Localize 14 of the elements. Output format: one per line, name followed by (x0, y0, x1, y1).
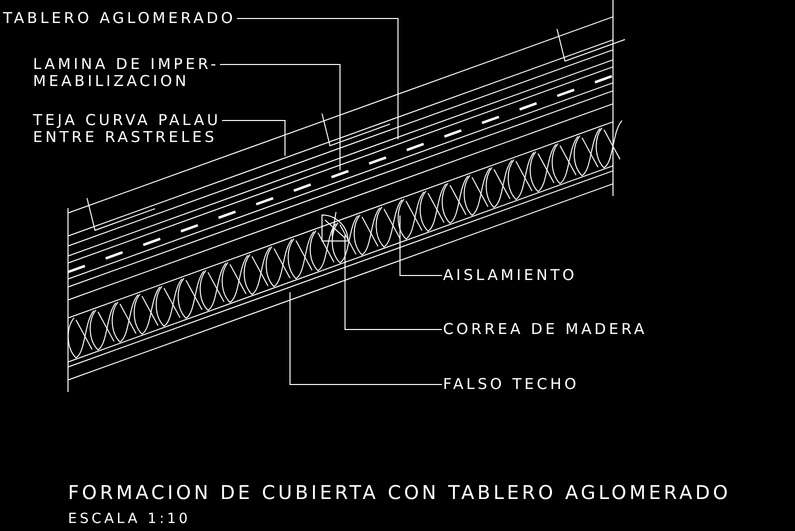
callout-label: TABLERO AGLOMERADO (3, 10, 236, 27)
callout-label: LAMINA DE IMPER- MEABILIZACION (33, 56, 219, 90)
leader-line (236, 18, 398, 140)
leader-line (220, 64, 340, 171)
leader-line (400, 214, 442, 276)
callout-label: FALSO TECHO (443, 376, 580, 393)
leader-line (290, 292, 442, 385)
leader-line (344, 234, 442, 330)
callout-label: AISLAMIENTO (443, 267, 578, 284)
scale-note: ESCALA 1:10 (68, 511, 191, 528)
callout-label: CORREA DE MADERA (443, 321, 648, 338)
leader-line (222, 120, 286, 156)
callout-label: TEJA CURVA PALAU ENTRE RASTRELES (33, 112, 221, 146)
drawing-title: FORMACION DE CUBIERTA CON TABLERO AGLOMERADO (68, 482, 731, 504)
